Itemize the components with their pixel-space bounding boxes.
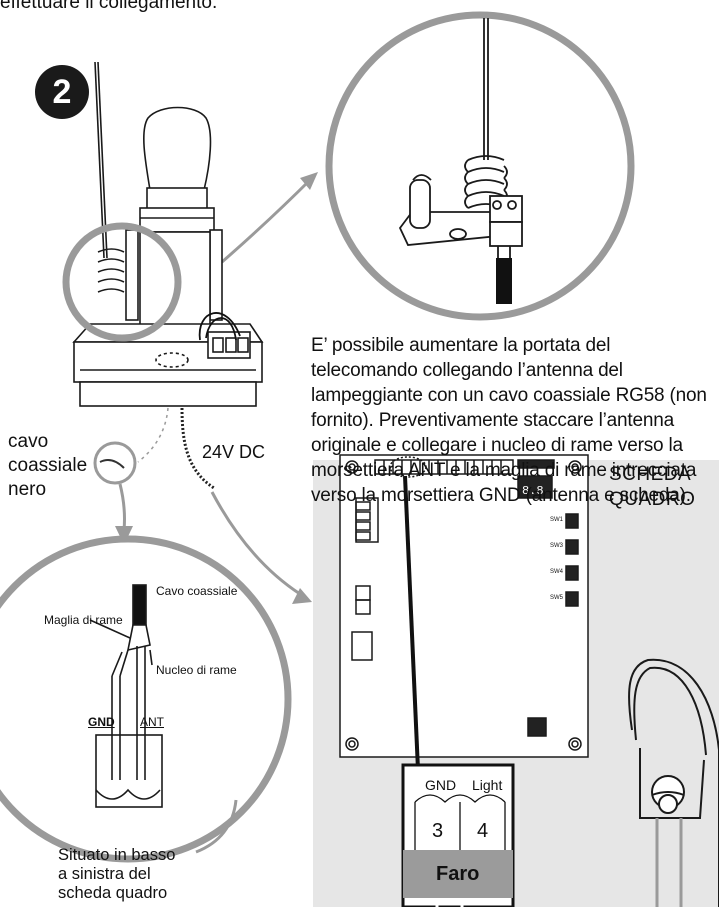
lamp-silhouette	[628, 658, 719, 907]
board-label-line-1: SCHEDA	[609, 464, 692, 485]
detail-tail	[195, 799, 238, 854]
sw3-label: SW3	[550, 543, 564, 549]
board-label-line-2: QUADRO	[609, 489, 696, 510]
arrow-to-board	[210, 491, 301, 596]
terminal-light-label: Light	[472, 777, 503, 793]
voltage-label: 24V DC	[202, 442, 266, 462]
detail-content	[89, 584, 163, 808]
terminal-num-4: 4	[477, 820, 489, 842]
lamp-zoom-ring	[62, 222, 182, 342]
faro-label-box	[403, 850, 513, 898]
lamp-wires	[198, 312, 241, 341]
coax-label-line-2: coassiale	[8, 455, 88, 476]
display-digits: 8.8	[522, 484, 544, 498]
braid-detail-label: Maglia di rame	[44, 613, 123, 627]
terminal-gnd-label: GND	[425, 777, 457, 793]
lamp-device	[72, 61, 264, 407]
coax-label-line-3: nero	[8, 479, 47, 500]
coax-detail-label: Cavo coassiale	[156, 584, 238, 598]
arrow-to-detail	[118, 483, 126, 531]
antenna-zoom-circle	[325, 11, 635, 321]
board-wire	[403, 475, 420, 771]
coax-small-circle	[93, 441, 137, 485]
coax-cable	[137, 407, 169, 463]
intro-text: effettuare il collegamento.	[0, 0, 218, 13]
faro-label: Faro	[436, 863, 480, 885]
sw1-label: SW1	[550, 517, 564, 523]
arrow-to-zoom	[221, 176, 314, 264]
core-detail-label: Nucleo di rame	[156, 663, 237, 677]
control-board	[339, 454, 589, 758]
instruction-paragraph: E’ possibile aumentare la portata del te…	[311, 335, 707, 506]
coax-cable-label: cavo coassiale nero	[8, 430, 87, 502]
location-line-1: Situato in basso	[58, 846, 176, 864]
antenna-zoom-content	[398, 18, 523, 262]
detail-circle	[0, 535, 292, 863]
location-line-2: a sinistra del	[58, 865, 151, 883]
gnd-detail-label: GND	[88, 715, 115, 729]
ant-detail-label: ANT	[140, 715, 164, 729]
board-label: SCHEDA QUADRO	[609, 462, 695, 512]
step-badge: 2	[35, 65, 89, 119]
power-cable	[180, 407, 215, 490]
location-line-3: scheda quadro	[58, 884, 168, 902]
zoom-cable	[496, 258, 512, 304]
terminal-num-3: 3	[432, 820, 444, 842]
location-label: Situato in basso a sinistra del scheda q…	[58, 846, 175, 903]
sw5-label: SW5	[550, 595, 564, 601]
coax-label-line-1: cavo	[8, 431, 49, 452]
sw4-label: SW4	[550, 569, 564, 575]
